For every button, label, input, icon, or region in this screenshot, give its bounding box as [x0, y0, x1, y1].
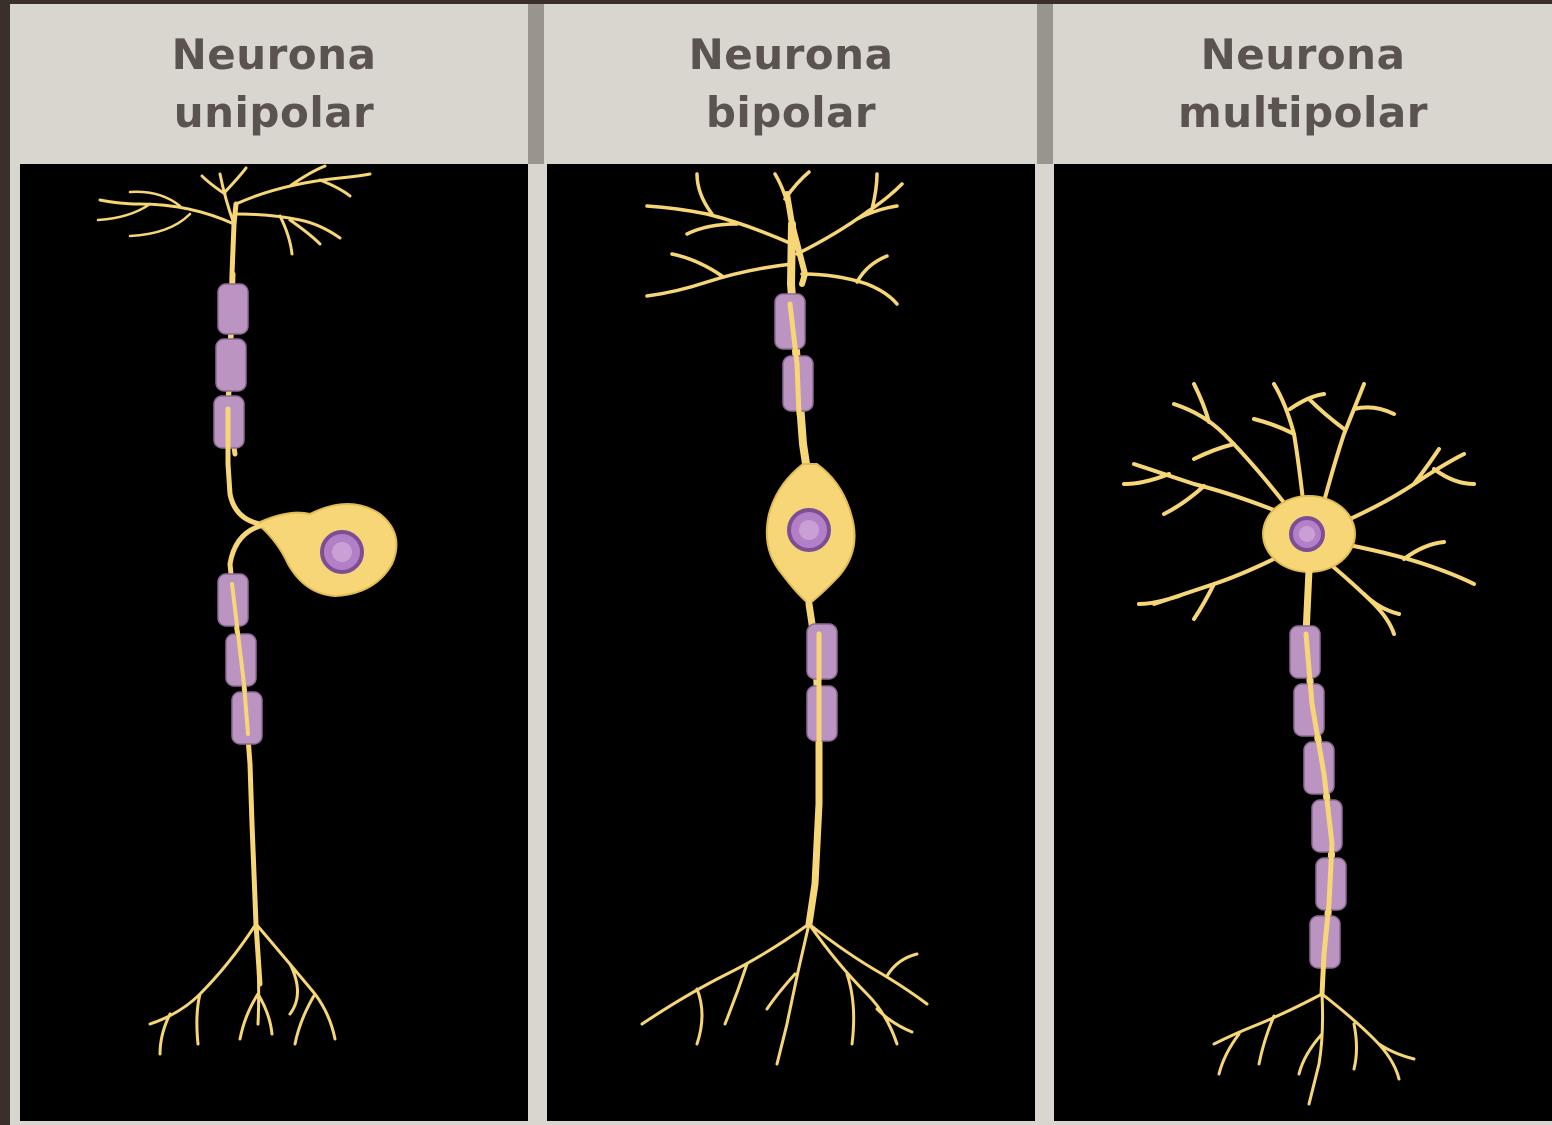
panel-header: Neurona unipolar — [20, 4, 528, 164]
panel-illustration — [1054, 164, 1552, 1121]
axon-terminals — [150, 924, 335, 1054]
panel-multipolar: Neurona multipolar — [1054, 4, 1552, 1125]
cell-body — [767, 464, 855, 604]
panel-illustration — [547, 164, 1035, 1121]
dendrite-tree — [647, 172, 902, 304]
header-divider — [1037, 4, 1053, 164]
panel-title: Neurona multipolar — [1178, 26, 1428, 142]
cell-body — [260, 504, 396, 596]
panel-title: Neurona bipolar — [689, 26, 894, 142]
title-line-1: Neurona — [689, 26, 894, 84]
panel-illustration — [20, 164, 528, 1121]
header-divider — [528, 4, 544, 164]
cell-body — [1263, 496, 1355, 572]
panel-bipolar: Neurona bipolar — [547, 4, 1035, 1125]
myelin-sheath — [1290, 626, 1346, 968]
axon-terminals — [1214, 994, 1414, 1104]
panel-header: Neurona bipolar — [547, 4, 1035, 164]
panel-header: Neurona multipolar — [1054, 4, 1552, 164]
panel-title: Neurona unipolar — [172, 26, 377, 142]
title-line-2: unipolar — [172, 84, 377, 142]
unipolar-neuron-illustration — [20, 164, 528, 1121]
myelin-sheath-top — [214, 284, 248, 448]
bipolar-neuron-illustration — [547, 164, 1035, 1121]
title-line-1: Neurona — [172, 26, 377, 84]
multipolar-neuron-illustration — [1054, 164, 1552, 1121]
title-line-2: bipolar — [689, 84, 894, 142]
figure-frame: Neurona unipolar — [10, 4, 1552, 1125]
panel-unipolar: Neurona unipolar — [20, 4, 528, 1125]
title-line-2: multipolar — [1178, 84, 1428, 142]
myelin-sheath-bottom — [807, 624, 837, 741]
title-line-1: Neurona — [1178, 26, 1428, 84]
axon-terminals — [642, 924, 927, 1064]
